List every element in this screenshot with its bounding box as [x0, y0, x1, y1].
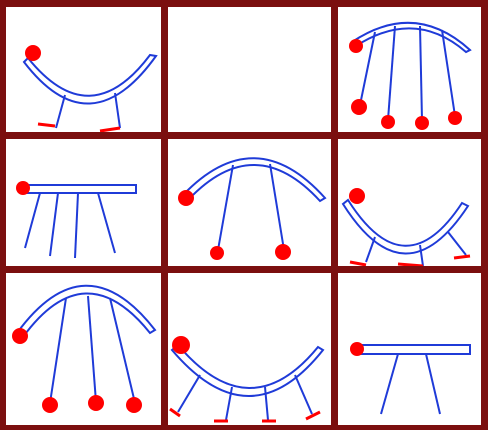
cell-2-1[interactable]	[16, 181, 137, 259]
grid-line-col-1	[161, 0, 168, 430]
bar-shape	[23, 184, 137, 194]
leg	[380, 353, 399, 415]
ball	[349, 39, 363, 53]
foot-dash	[169, 407, 181, 418]
grid-line-row-1	[0, 132, 488, 139]
leg	[269, 163, 285, 251]
arc-shape	[170, 343, 325, 397]
cell-1-3[interactable]	[349, 21, 472, 130]
leg	[359, 31, 376, 106]
grid-line-left	[0, 0, 6, 430]
foot-dash	[453, 254, 471, 260]
ball	[381, 115, 395, 129]
ball	[178, 190, 194, 206]
grid-line-row-2	[0, 266, 488, 273]
ball	[42, 397, 58, 413]
ball	[351, 99, 367, 115]
ball	[126, 397, 142, 413]
ball	[275, 244, 291, 260]
ball	[25, 45, 41, 61]
leg	[419, 25, 423, 121]
cell-2-3[interactable]	[341, 188, 471, 268]
leg	[217, 164, 234, 251]
grid-line-right	[481, 0, 488, 430]
arc-shape	[350, 21, 472, 54]
leg	[24, 192, 41, 249]
ball	[16, 181, 30, 195]
cell-3-3[interactable]	[350, 342, 471, 415]
cell-1-1[interactable]	[22, 45, 158, 133]
leg	[55, 94, 66, 129]
grid-line-bottom	[0, 425, 488, 430]
leg	[109, 297, 136, 404]
cell-2-2[interactable]	[178, 157, 327, 260]
leg	[264, 386, 269, 421]
arc-shape	[181, 157, 327, 203]
leg	[74, 192, 79, 259]
leg	[294, 374, 313, 415]
ball	[12, 328, 28, 344]
ball	[448, 111, 462, 125]
leg	[447, 231, 467, 256]
foot-dash	[305, 410, 321, 421]
ball	[415, 116, 429, 130]
leg	[441, 29, 456, 117]
arc-shape	[15, 284, 157, 339]
leg	[225, 386, 233, 421]
leg	[177, 374, 201, 413]
foot-dash	[349, 260, 367, 267]
leg	[114, 92, 121, 129]
arc-shape	[22, 53, 158, 105]
foot-dash	[397, 262, 424, 268]
leg	[49, 297, 67, 404]
ball	[349, 188, 365, 204]
leg	[419, 244, 424, 267]
leg	[87, 295, 97, 403]
cell-3-1[interactable]	[12, 284, 157, 413]
foot-dash	[37, 122, 56, 128]
cell-3-2[interactable]	[169, 336, 325, 423]
ball	[88, 395, 104, 411]
ball	[210, 246, 224, 260]
leg	[97, 192, 116, 254]
leg	[387, 25, 396, 121]
leg	[49, 192, 59, 257]
leg	[365, 236, 376, 263]
ball	[172, 336, 190, 354]
grid-line-col-2	[331, 0, 338, 430]
foot-dash	[99, 126, 121, 133]
ball	[350, 342, 364, 356]
leg	[425, 353, 441, 415]
grid-line-top	[0, 0, 488, 7]
bar-shape	[357, 344, 471, 355]
